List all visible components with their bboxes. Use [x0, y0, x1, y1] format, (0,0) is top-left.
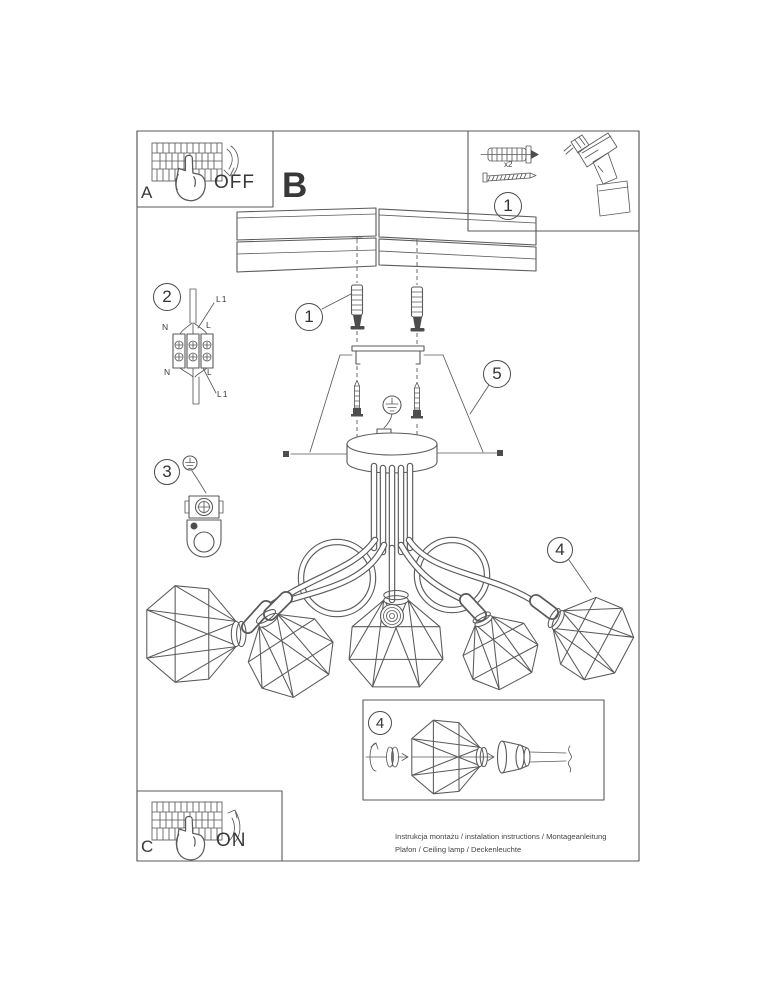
wire-label-l-bottom: L [207, 367, 213, 377]
ceiling-planks [236, 207, 537, 273]
canopy-screw-right [411, 382, 423, 419]
wire-label-n-top: N [162, 322, 170, 332]
quantity-label: x2 [504, 160, 513, 169]
wall-plug-icon [480, 145, 539, 164]
ring-nut-icon [386, 746, 399, 768]
wall-anchors [321, 236, 425, 346]
callout-canopy: 5 [483, 360, 511, 388]
cage-shade-5 [531, 579, 644, 692]
box-c-border [136, 790, 283, 862]
wire-label-l1-top: L1 [216, 294, 228, 304]
breaker-panel-on [151, 801, 241, 861]
wire-label-l1-bottom: L1 [217, 389, 229, 399]
box-a-letter: A [141, 183, 153, 202]
rotation-arrow-icon [369, 742, 379, 772]
callout-leader-anchor [321, 293, 352, 310]
box-hardware-border [467, 130, 640, 232]
cage-shade-4 [447, 596, 549, 699]
callout-hardware: 1 [494, 192, 522, 220]
canopy-screw-left [351, 380, 363, 417]
earth-clamp-diagram [182, 455, 224, 558]
breaker-panel-off [151, 142, 239, 202]
on-label: ON [216, 830, 247, 851]
wire-label-n-bottom: N [164, 367, 172, 377]
break-squiggle [567, 745, 572, 773]
hand-icon [175, 815, 206, 861]
earth-wire-leader [383, 413, 393, 429]
wire-label-l-top: L [206, 320, 212, 330]
lamp-sockets [241, 591, 559, 634]
canopy [346, 432, 438, 474]
socket-detail [496, 740, 531, 774]
hand-icon [175, 154, 206, 202]
arrow-up-icon [227, 809, 241, 844]
center-socket-rings [379, 603, 405, 629]
side-bolt-left [283, 451, 289, 457]
hardware-box [480, 132, 631, 217]
arrow-down-icon [223, 145, 239, 177]
side-bolt-lines [290, 452, 498, 455]
callout-shade-assembly: 4 [368, 711, 392, 735]
off-label: OFF [214, 172, 255, 193]
drill-icon [563, 132, 631, 217]
footer-product: Plafon / Ceiling lamp / Deckenleuchte [395, 845, 522, 854]
cage-shades [146, 559, 644, 710]
arm-detail [529, 751, 567, 763]
page-border [136, 130, 640, 862]
shade-assembly-diagram [365, 719, 572, 795]
earth-symbol [382, 395, 402, 415]
callout-cage-shade: 4 [547, 537, 573, 563]
cage-shade-2 [227, 589, 348, 710]
cage-shade-1 [146, 585, 247, 683]
callout-terminal-block: 2 [153, 283, 181, 311]
step-b-letter: B [282, 166, 308, 205]
down-tubes [370, 462, 414, 559]
callout-earth-clamp: 3 [154, 459, 180, 485]
callout-leader-shade [568, 559, 592, 593]
terminal-screws [174, 340, 212, 362]
side-bolt-right [497, 450, 503, 456]
callout-wall-anchor: 1 [295, 303, 323, 331]
mounting-bracket [339, 345, 444, 365]
screw-icon [482, 172, 537, 183]
earth-wire-hook [376, 428, 392, 437]
box-shade-assembly-border [362, 699, 605, 801]
canopy-mounting [283, 354, 503, 457]
assembly-arrow-1 [397, 753, 409, 761]
wire-label-leaders [197, 302, 217, 394]
canopy-leader-lines [309, 354, 484, 453]
assembly-arrow-2 [483, 753, 495, 761]
callout-leader-canopy [469, 384, 490, 415]
box-a-border [136, 130, 274, 208]
box-c-letter: C [141, 837, 154, 856]
terminal-block-diagram [172, 288, 217, 405]
footer-title: Instrukcja montażu / instalation instruc… [395, 832, 607, 841]
